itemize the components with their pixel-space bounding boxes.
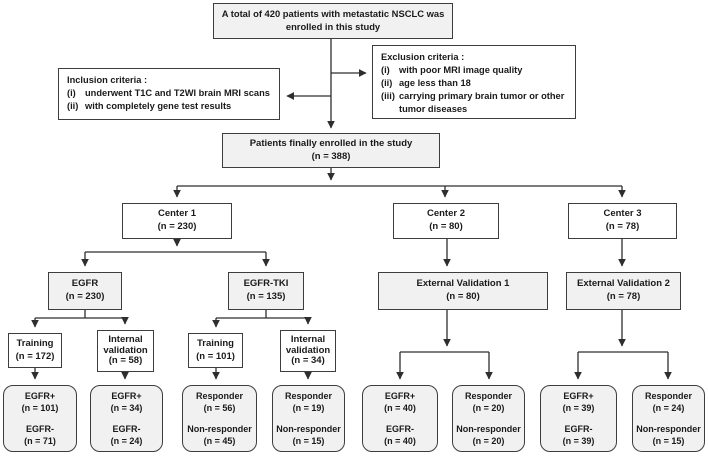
node-text: Center 3	[603, 208, 642, 220]
criteria-item: (i) with poor MRI image quality	[381, 65, 523, 76]
node-internal-validation-egfr-tki: Internal validation (n = 34)	[280, 330, 336, 372]
node-text: EGFR-TKI	[243, 278, 289, 290]
node-training-egfr-tki: Training (n = 101)	[188, 333, 243, 368]
node-internal-validation-egfr: Internal validation (n = 58)	[97, 330, 154, 372]
node-outcome-ev2-responder: Responder (n = 24) Non-responder (n = 15…	[632, 385, 705, 452]
node-enrolled: Patients finally enrolled in the study (…	[222, 133, 440, 168]
node-external-validation-1: External Validation 1 (n = 80)	[378, 272, 548, 310]
node-external-validation-2: External Validation 2 (n = 78)	[566, 272, 681, 310]
node-exclusion-criteria: Exclusion criteria : (i) with poor MRI i…	[372, 45, 576, 119]
criteria-item: (i) underwent T1C and T2WI brain MRI sca…	[67, 88, 270, 99]
node-text: enrolled in this study	[285, 21, 381, 32]
node-outcome-ev1-responder: Responder (n = 20) Non-responder (n = 20…	[452, 385, 525, 452]
node-text: Training	[197, 337, 234, 349]
node-text: Internal	[108, 333, 143, 345]
node-text: A total of 420 patients with metastatic …	[221, 8, 445, 20]
node-outcome-training-egfr: EGFR+ (n = 101) EGFR- (n = 71)	[3, 385, 77, 452]
criteria-title: Exclusion criteria :	[381, 52, 465, 62]
node-text: (n = 101)	[196, 350, 235, 362]
node-text: Patients finally enrolled in the study	[249, 137, 413, 149]
node-outcome-ev2-egfr: EGFR+ (n = 39) EGFR- (n = 39)	[540, 385, 617, 452]
node-outcome-ev1-egfr: EGFR+ (n = 40) EGFR- (n = 40)	[362, 385, 438, 452]
node-text: (n = 34)	[291, 355, 325, 367]
node-outcome-internal-egfr: EGFR+ (n = 34) EGFR- (n = 24)	[90, 385, 163, 452]
node-text: External Validation 1	[416, 278, 510, 290]
criteria-item: (ii) with completely gene test results	[67, 101, 232, 112]
node-text: (n = 80)	[429, 221, 463, 232]
node-center-3: Center 3 (n = 78)	[568, 203, 677, 239]
node-egfr: EGFR (n = 230)	[48, 272, 122, 310]
node-text: (n = 230)	[157, 221, 197, 232]
node-text: (n = 135)	[246, 291, 286, 302]
criteria-title: Inclusion criteria :	[67, 75, 148, 85]
node-outcome-internal-egfr-tki: Responder (n = 19) Non-responder (n = 15…	[272, 385, 345, 452]
node-center-2: Center 2 (n = 80)	[393, 203, 499, 239]
node-training-egfr: Training (n = 172)	[8, 333, 62, 368]
node-inclusion-criteria: Inclusion criteria : (i) underwent T1C a…	[58, 68, 280, 120]
node-text: (n = 78)	[605, 221, 640, 232]
node-text: (n = 78)	[606, 291, 641, 302]
node-text: (n = 230)	[65, 291, 105, 302]
node-total-patients: A total of 420 patients with metastatic …	[213, 3, 453, 39]
node-text: validation	[285, 344, 331, 356]
node-text: External Validation 2	[577, 278, 670, 290]
node-text: Internal	[290, 333, 326, 345]
node-text: Center 2	[426, 208, 465, 220]
node-text: (n = 388)	[311, 150, 351, 162]
node-text: validation	[103, 344, 148, 356]
node-text: EGFR	[71, 278, 99, 290]
criteria-item: (ii) age less than 18	[381, 78, 471, 89]
node-text: (n = 80)	[446, 291, 480, 302]
node-text: Training	[16, 337, 54, 349]
criteria-item: (iii) carrying primary brain tumor or ot…	[381, 91, 565, 115]
node-text: Center 1	[157, 208, 196, 220]
node-text: (n = 172)	[15, 350, 55, 362]
node-outcome-training-egfr-tki: Responder (n = 56) Non-responder (n = 45…	[182, 385, 257, 452]
node-center-1: Center 1 (n = 230)	[122, 203, 232, 239]
node-egfr-tki: EGFR-TKI (n = 135)	[228, 272, 304, 310]
node-text: (n = 58)	[108, 355, 143, 367]
